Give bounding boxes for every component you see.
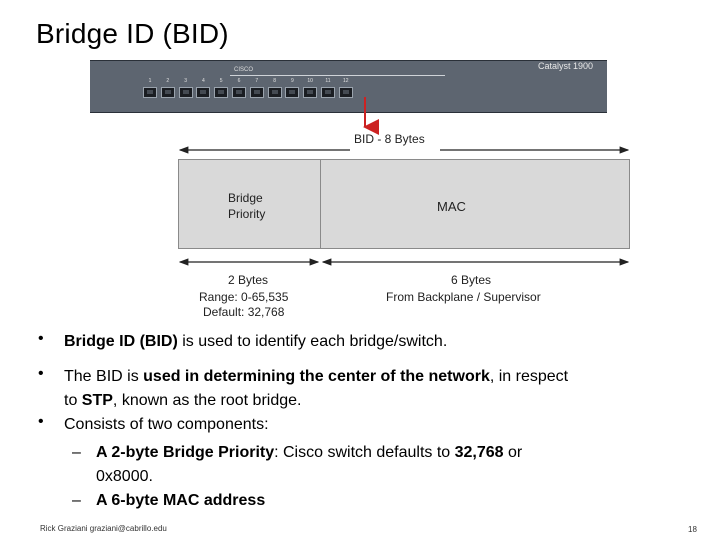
switch-port-number: 12 bbox=[343, 78, 349, 84]
switch-port-number: 6 bbox=[237, 78, 241, 84]
switch-port bbox=[178, 87, 193, 98]
sub-bullet-1-bold: A 2-byte Bridge Priority bbox=[96, 444, 275, 461]
bid-structure-box bbox=[178, 159, 630, 249]
switch-port-number: 4 bbox=[202, 78, 205, 84]
sub-bullet-1-value: 32,768 bbox=[454, 444, 504, 461]
sub-bullet-2-bold: A 6-byte MAC address bbox=[96, 492, 266, 509]
bullet-2-stp: STP bbox=[81, 392, 113, 409]
switch-port bbox=[249, 87, 264, 98]
mac-bytes-label: 6 Bytes bbox=[451, 273, 492, 287]
bullet-3: Consists of two components: bbox=[64, 416, 269, 433]
bullet-2-line2-pre: to bbox=[64, 392, 82, 409]
switch-port-number: 11 bbox=[325, 78, 331, 84]
mac-source-label: From Backplane / Supervisor bbox=[386, 290, 541, 304]
switch-port bbox=[214, 87, 229, 98]
sub-bullet-1-post: or bbox=[503, 444, 523, 461]
footer-author: Rick Graziani graziani@cabrillo.edu bbox=[40, 524, 167, 533]
switch-port bbox=[285, 87, 300, 98]
switch-port-number: 10 bbox=[307, 78, 313, 84]
slide-title: Bridge ID (BID) bbox=[36, 18, 229, 49]
bullet-1: Bridge ID (BID) is used to identify each… bbox=[64, 330, 447, 354]
bullet-2-post: , in respect bbox=[489, 368, 569, 385]
sub-bullet-2: A 6-byte MAC address bbox=[96, 489, 265, 513]
bullet-marker: • bbox=[38, 330, 44, 347]
bullet-1-bold: Bridge ID (BID) bbox=[64, 333, 178, 350]
switch-port-number: 1 bbox=[148, 78, 152, 84]
switch-port bbox=[267, 87, 282, 98]
switch-port bbox=[338, 87, 353, 98]
sub-bullet-1-dash: – bbox=[72, 444, 81, 461]
sub-bullet-2-dash: – bbox=[72, 492, 81, 509]
priority-range-label: Range: 0-65,535 bbox=[199, 290, 289, 304]
switch-brand-label: CISCO bbox=[234, 67, 254, 73]
bullet-marker: • bbox=[38, 413, 44, 430]
bullet-2-line2-post: , known as the root bridge. bbox=[112, 392, 302, 409]
switch-model-label: Catalyst 1900 bbox=[537, 61, 593, 71]
bullet-marker: • bbox=[38, 365, 44, 382]
switch-port bbox=[232, 87, 246, 98]
priority-bytes-label: 2 Bytes bbox=[228, 273, 269, 287]
priority-field-label-line2: Priority bbox=[228, 207, 266, 221]
switch-port-number: 8 bbox=[273, 78, 276, 84]
priority-default-label: Default: 32,768 bbox=[203, 305, 285, 319]
bid-size-label: BID - 8 Bytes bbox=[354, 132, 425, 146]
bullet-2: The BID is used in determining the cente… bbox=[64, 365, 568, 389]
page-number: 18 bbox=[688, 525, 697, 534]
sub-bullet-1-mid: : Cisco switch defaults to bbox=[274, 444, 455, 461]
switch-port bbox=[321, 87, 335, 98]
switch-led-strip bbox=[230, 75, 445, 76]
bullet-2-pre: The BID is bbox=[64, 368, 144, 385]
priority-field-label-line1: Bridge bbox=[228, 191, 263, 205]
bullet-1-text: is used to identify each bridge/switch. bbox=[177, 333, 448, 350]
switch-port-number: 2 bbox=[166, 78, 170, 84]
switch-port-number: 5 bbox=[219, 78, 223, 84]
bid-field-divider bbox=[320, 159, 321, 249]
switch-port-number: 7 bbox=[255, 78, 259, 84]
switch-port bbox=[196, 87, 211, 98]
bullet-2-line2: to STP, known as the root bridge. bbox=[64, 389, 301, 413]
switch-port bbox=[143, 87, 157, 98]
bullet-2-bold: used in determining the center of the ne… bbox=[143, 368, 490, 385]
sub-bullet-1-line2: 0x8000. bbox=[96, 468, 153, 485]
sub-bullet-1: A 2-byte Bridge Priority: Cisco switch d… bbox=[96, 441, 522, 465]
mac-field-label: MAC bbox=[437, 199, 466, 214]
switch-port-number: 3 bbox=[184, 78, 187, 84]
switch-port-number: 9 bbox=[291, 78, 294, 84]
switch-port bbox=[160, 87, 175, 98]
switch-port bbox=[303, 87, 318, 98]
